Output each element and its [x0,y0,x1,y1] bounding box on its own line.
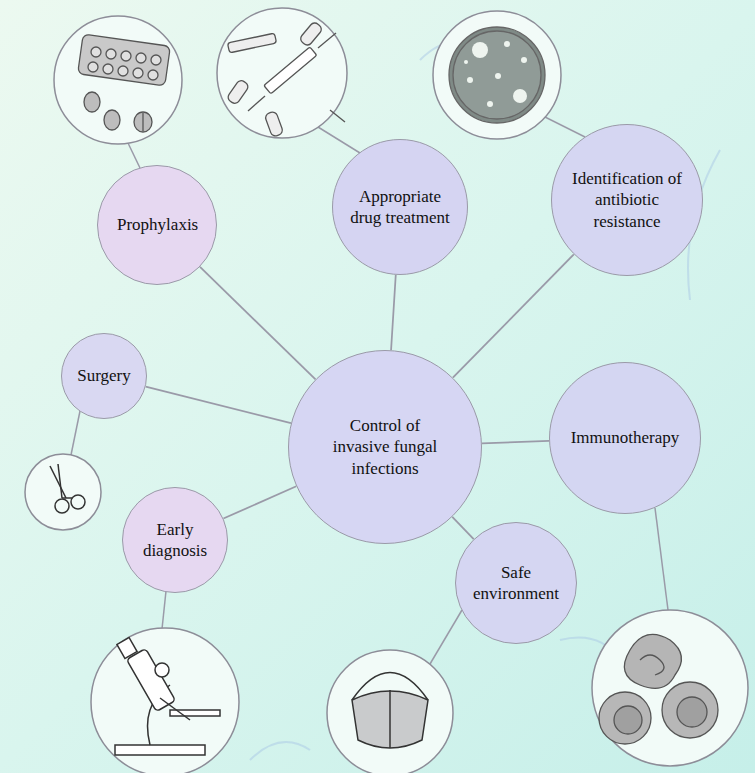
concept-circle: Surgery [61,333,147,419]
connector-line [223,486,296,518]
concept-label: Prophylaxis [117,214,197,235]
concept-circle: Appropriate drug treatment [332,139,468,275]
immune-cells-icon [599,634,718,744]
microscope-icon [115,638,220,755]
face-mask-icon [352,673,428,749]
concept-circle: Immunotherapy [549,362,701,514]
concept-label: Safe environment [471,562,561,605]
connector-line [391,275,396,350]
surgical-scissors-icon [50,464,85,513]
connector-line [200,267,316,379]
concept-label: Control of invasive fungal infections [320,415,450,479]
concept-circle: Safe environment [455,522,577,644]
petri-dish-icon [449,27,545,123]
concept-circle: Early diagnosis [122,487,228,593]
background-decor [250,42,720,760]
concept-label: Surgery [77,365,131,386]
concept-circle: Prophylaxis [97,165,217,285]
concept-label: Appropriate drug treatment [350,186,450,229]
connector-line [146,387,291,424]
concept-circle: Control of invasive fungal infections [288,350,482,544]
connector-line [482,441,549,444]
syringe-icon [226,21,345,137]
concept-label: Identification of antibiotic resistance [568,168,686,232]
concept-circle: Identification of antibiotic resistance [551,124,703,276]
pills-icon [78,34,171,132]
concept-label: Early diagnosis [135,519,215,562]
connector-line [452,517,473,539]
connector-line [453,254,574,377]
icon-circles [25,8,748,773]
concept-label: Immunotherapy [571,427,680,448]
